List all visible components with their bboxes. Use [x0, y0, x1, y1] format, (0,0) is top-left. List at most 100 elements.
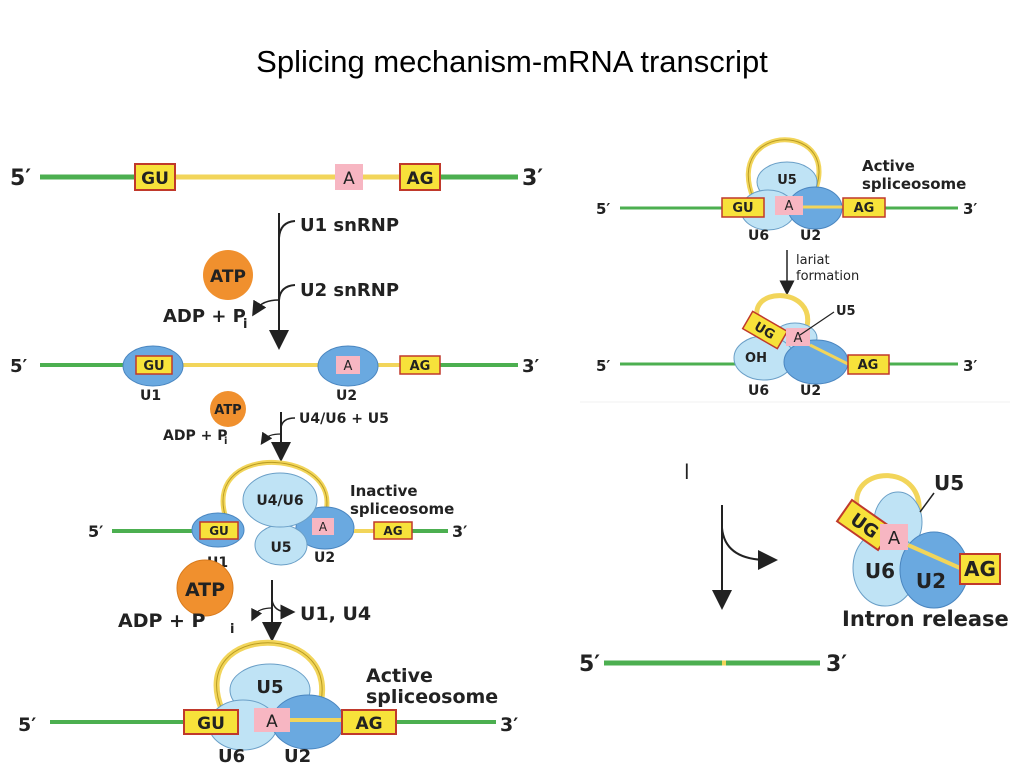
branch-point-label: A: [344, 359, 353, 374]
u4u6-u5-label: U4/U6 + U5: [299, 411, 389, 427]
ag-site-box: [341, 709, 397, 735]
right-lariat: 5′ OH UG A AG 3′ U5 U6 U2: [596, 293, 977, 399]
u2-label: U2: [800, 383, 821, 399]
branch-point-box: [312, 518, 334, 535]
ag-site-box: [959, 553, 1001, 585]
right-active-spliceosome: 5′ U5 GU A AG 3′ U6 U2 Active spliceosom…: [596, 137, 977, 244]
gu-site-label: GU: [141, 169, 169, 189]
atp-circle: [210, 391, 246, 427]
oh-label: OH: [745, 351, 767, 366]
three-prime-label: 3′: [452, 522, 467, 541]
branch-point-label: A: [785, 199, 794, 214]
gu-site-box: [183, 709, 239, 735]
u2-snrnp-label: U2 snRNP: [300, 280, 399, 301]
gu-site-box: [721, 197, 765, 218]
branch-arrow: [278, 220, 296, 239]
branch-point-box: [775, 196, 803, 215]
lariat-loop: [754, 293, 811, 331]
inactive-label-line2: spliceosome: [350, 500, 454, 518]
active-label-line1: Active: [862, 157, 915, 175]
three-prime-label: 3′: [522, 166, 543, 191]
adp-label: ADP + P: [163, 306, 246, 327]
u6-label: U6: [865, 559, 895, 583]
gu-site-label: GU: [197, 714, 225, 734]
branch-arrow: [278, 284, 296, 301]
gu-site-box: [134, 163, 176, 191]
stray-mark: l: [684, 460, 690, 484]
u2-label: U2: [314, 550, 335, 566]
gu-site-box: [199, 521, 239, 540]
active-label-line2: spliceosome: [862, 175, 966, 193]
step-u1-u4-release: ATP ADP + P i U1, U4: [118, 559, 371, 642]
step-u1-u2-binding: U1 snRNP U2 snRNP ATP ADP + P i: [163, 213, 399, 350]
u6-label: U6: [748, 228, 769, 244]
five-prime-label: 5′: [10, 356, 28, 377]
u6-label: U6: [218, 746, 245, 767]
atp-label: ATP: [214, 403, 241, 418]
branch-point-box: [336, 356, 360, 374]
ag-site-box: [847, 354, 890, 375]
branch-point-label: A: [343, 169, 355, 189]
lariat-formation-step: lariat formation: [779, 250, 859, 296]
five-prime-label: 5′: [596, 357, 610, 375]
active-label-line1: Active: [366, 665, 433, 687]
step-u1-u2-bound: 5′ GU A AG 3′ U1 U2: [10, 345, 540, 404]
ag-site-box: [842, 197, 886, 218]
adp-label: ADP + P: [163, 428, 227, 444]
gu-site-label: GU: [732, 201, 753, 216]
u2-label: U2: [916, 569, 946, 593]
intron-loop-outline: [216, 642, 323, 713]
branch-point-label: A: [794, 331, 803, 346]
atp-label: ATP: [210, 267, 246, 287]
u5-label: U5: [256, 677, 283, 698]
release-arrow: [252, 299, 280, 317]
branch-arrow: [280, 417, 296, 429]
lariat-loop: [854, 473, 922, 521]
u5-label: U5: [270, 540, 291, 556]
five-prime-label: 5′: [579, 652, 600, 677]
intron-release-step: [712, 505, 778, 610]
three-prime-label: 3′: [963, 357, 977, 375]
intron-tail: [907, 543, 961, 570]
release-arrow: [251, 607, 273, 622]
pi-subscript: i: [230, 622, 234, 637]
u4-u6-label: U4/U6: [256, 493, 303, 509]
step-pre-mrna: 5′ GU A AG 3′: [10, 163, 543, 191]
three-prime-label: 3′: [826, 652, 847, 677]
lariat-label-line2: formation: [796, 269, 859, 284]
lariat-label-line1: lariat: [796, 253, 830, 268]
atp-label: ATP: [185, 579, 225, 601]
branch-point-label: A: [266, 712, 278, 732]
branch-point-box: [880, 524, 908, 550]
intron-release-label: Intron release: [842, 607, 1009, 631]
u1-snrnp-label: U1 snRNP: [300, 215, 399, 236]
atp-circle: [203, 250, 253, 300]
ag-site-box: [399, 355, 441, 375]
u1-label: U1: [140, 388, 161, 404]
branch-point-label: A: [888, 528, 901, 549]
step-active-spliceosome: 5′ U5 GU A AG 3′ U6 U2 Active spliceosom…: [18, 639, 518, 767]
active-label-line2: spliceosome: [366, 686, 498, 708]
ag-site-label: AG: [383, 524, 402, 538]
ag-site-label: AG: [858, 358, 879, 373]
five-prime-label: 5′: [10, 166, 31, 191]
three-prime-label: 3′: [522, 356, 540, 377]
ag-site-box: [399, 163, 441, 191]
branch-point-label: A: [319, 520, 328, 534]
atp-circle: [176, 559, 234, 617]
ag-site-label: AG: [406, 169, 433, 189]
step-inactive-spliceosome: 5′ U4/U6 U5 GU A AG 3′ U1 U2 Inactive sp…: [88, 459, 467, 571]
ag-site-label: AG: [355, 714, 382, 734]
inactive-label-line1: Inactive: [350, 482, 418, 500]
ag-site-label: AG: [964, 557, 996, 581]
adp-label: ADP + P: [118, 610, 206, 632]
intron-loop-outline: [222, 461, 328, 516]
pi-subscript: i: [224, 436, 227, 447]
u5-label: U5: [777, 173, 797, 188]
page-title: Splicing mechanism-mRNA transcript: [256, 44, 768, 79]
five-prime-label: 5′: [596, 200, 610, 218]
u2-label: U2: [284, 746, 311, 767]
u5-pointer: [919, 492, 935, 513]
release-arrow: [260, 431, 282, 445]
u2-label: U2: [800, 228, 821, 244]
